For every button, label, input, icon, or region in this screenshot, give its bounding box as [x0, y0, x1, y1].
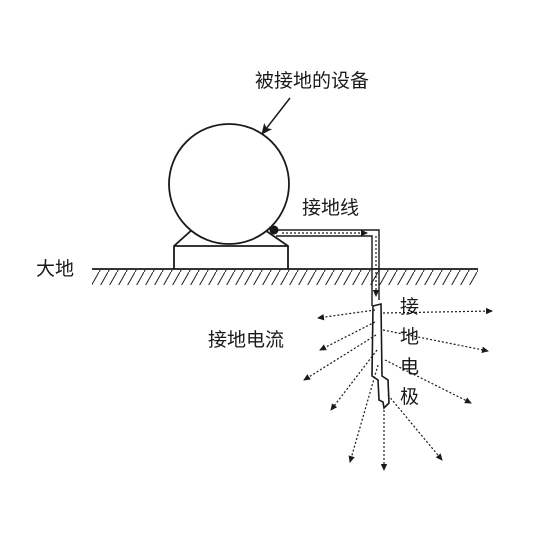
electrode-label-char: 极 [400, 386, 419, 408]
electrode-label-char: 电 [400, 356, 419, 378]
electrode-label-char: 接 [400, 296, 419, 318]
current-arrow [303, 334, 377, 381]
earth-label: 大地 [36, 258, 74, 280]
electrode-label-char: 地 [400, 326, 419, 348]
equipment-pointer-arrow [261, 97, 291, 135]
ground-current-arrows [303, 307, 493, 471]
ground-current-label: 接地电流 [208, 329, 284, 351]
current-arrow [348, 364, 379, 463]
current-arrow [384, 359, 472, 404]
equipment-label: 被接地的设备 [255, 70, 369, 92]
ground-electrode-rod [371, 302, 390, 410]
current-arrow [330, 349, 378, 411]
ground-wire-label: 接地线 [302, 197, 359, 219]
current-arrow [319, 321, 376, 351]
ground-wire [276, 229, 380, 306]
earth-surface [92, 268, 478, 285]
current-arrow [382, 329, 489, 353]
current-arrow [317, 309, 376, 321]
wire-current-flow [282, 229, 380, 297]
ground-electrode-label: 接 地 电 极 [400, 296, 419, 408]
grounded-equipment [168, 123, 290, 269]
ground-connection-point [269, 225, 279, 235]
equipment-sphere [168, 123, 290, 245]
